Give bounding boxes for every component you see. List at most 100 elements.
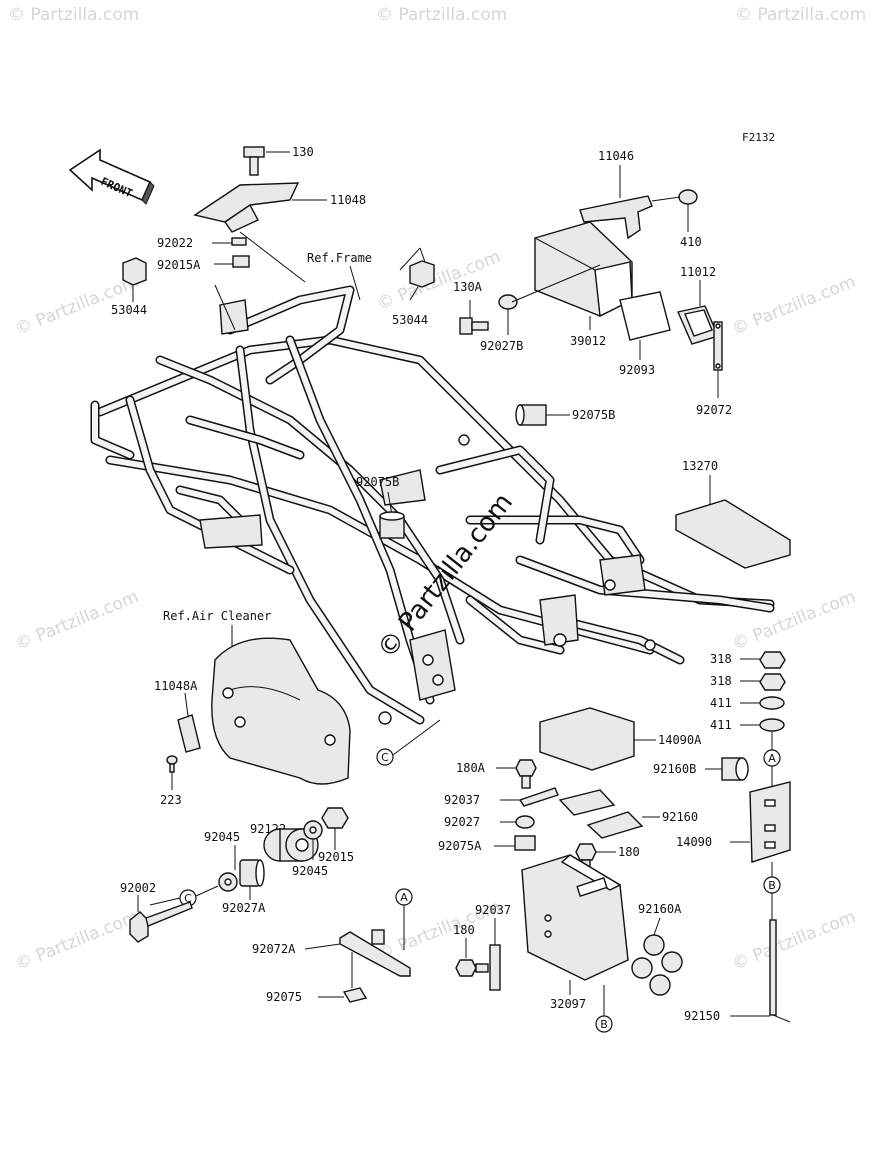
part-label-13270: 13270 <box>682 459 718 473</box>
part-label-53044-right: 53044 <box>392 313 428 327</box>
part-label-92160: 92160 <box>662 810 698 824</box>
part-92072A-strap <box>339 929 411 977</box>
part-318-nut-b <box>759 673 786 691</box>
watermark: © Partzilla.com <box>729 587 858 655</box>
part-label-92045-left: 92045 <box>204 830 240 844</box>
part-14090A-pad <box>539 707 635 771</box>
part-39012-case <box>534 221 633 318</box>
part-label-318-a: 318 <box>710 652 732 666</box>
part-13270-plate <box>675 499 791 569</box>
part-label-92072A: 92072A <box>252 942 296 956</box>
part-label-14090: 14090 <box>676 835 712 849</box>
part-label-180-right: 180 <box>618 845 640 859</box>
part-92150-rod <box>769 919 791 1023</box>
watermark: © Partzilla.com <box>376 5 507 25</box>
part-92002-bolt <box>129 901 193 943</box>
part-92160A-pads <box>631 934 683 996</box>
part-label-92075A: 92075A <box>438 839 482 853</box>
part-label-39012: 39012 <box>570 334 606 348</box>
watermark: © Partzilla.com <box>8 5 139 25</box>
part-11048-bracket <box>193 182 300 233</box>
part-label-92015A: 92015A <box>157 258 201 272</box>
part-318-nut-a <box>759 651 786 669</box>
part-label-411-a: 411 <box>710 696 732 710</box>
part-label-92027: 92027 <box>444 815 480 829</box>
part-label-11046: 11046 <box>598 149 634 163</box>
ref-air-cleaner-label: Ref.Air Cleaner <box>163 609 271 623</box>
part-label-92160A: 92160A <box>638 902 682 916</box>
part-92045-left-collar <box>218 872 238 892</box>
part-411-washer-b <box>759 718 785 732</box>
part-label-318-b: 318 <box>710 674 732 688</box>
part-410-washer <box>678 189 698 205</box>
part-92093-gasket <box>619 291 671 341</box>
diagram-code: F2132 <box>742 131 775 144</box>
part-label-180-left: 180 <box>453 923 475 937</box>
part-label-180A: 180A <box>456 761 486 775</box>
part-92045-right-collar <box>303 820 323 840</box>
part-130-bolt <box>243 146 265 176</box>
part-92027B-washer <box>498 294 518 310</box>
part-label-411-b: 411 <box>710 718 732 732</box>
part-label-92027A: 92027A <box>222 901 266 915</box>
part-label-92022: 92022 <box>157 236 193 250</box>
part-label-92002: 92002 <box>120 881 156 895</box>
callout-c-label: C <box>381 751 389 764</box>
part-92027-washer <box>515 815 535 829</box>
part-label-92093: 92093 <box>619 363 655 377</box>
front-arrow-icon: FRONT <box>68 148 155 205</box>
part-53044-right-damper <box>409 260 435 288</box>
part-92075B-mid-grommet <box>379 511 405 539</box>
part-92160-pads <box>558 789 644 839</box>
part-92075-grommet <box>342 987 368 1003</box>
part-92015A-nut <box>232 255 250 268</box>
part-label-11048A: 11048A <box>154 679 198 693</box>
part-11046-bracket <box>579 195 653 240</box>
part-92075B-right-grommet <box>515 404 547 426</box>
part-180A-bolt <box>515 759 537 789</box>
part-label-410: 410 <box>680 235 702 249</box>
part-11048A-bracket <box>177 714 201 753</box>
watermark: © Partzilla.com <box>735 5 866 25</box>
part-92037-top-strap <box>518 787 559 807</box>
watermark: © Partzilla.com <box>374 247 503 315</box>
callout-c-top <box>376 748 394 766</box>
part-label-92037-top: 92037 <box>444 793 480 807</box>
callout-c-label: C <box>184 892 192 905</box>
part-label-92027B: 92027B <box>480 339 523 353</box>
part-label-130A: 130A <box>453 280 483 294</box>
air-cleaner-housing <box>211 637 351 785</box>
part-label-92150: 92150 <box>684 1009 720 1023</box>
ref-frame-label: Ref.Frame <box>307 251 372 265</box>
part-180-left-bolt <box>455 959 489 977</box>
part-label-92075B-right: 92075B <box>572 408 615 422</box>
part-92015-nut <box>321 807 349 829</box>
part-92160B-damper <box>721 757 749 781</box>
part-label-92075: 92075 <box>266 990 302 1004</box>
part-label-92045-right: 92045 <box>292 864 328 878</box>
part-label-32097: 32097 <box>550 997 586 1011</box>
part-label-53044-left: 53044 <box>111 303 147 317</box>
part-223-screw <box>166 755 178 773</box>
part-92072-strap <box>713 321 723 371</box>
part-32097-battery-case <box>521 854 629 981</box>
part-label-11048: 11048 <box>330 193 366 207</box>
callout-a-label: A <box>400 891 408 904</box>
part-label-92160B: 92160B <box>653 762 696 776</box>
part-92022-washer <box>231 237 247 246</box>
part-label-14090A: 14090A <box>658 733 702 747</box>
part-92027A-spacer <box>239 859 265 887</box>
part-11012-cover <box>677 305 719 345</box>
part-14090-bracket <box>749 781 791 863</box>
callout-b-label: B <box>768 879 776 892</box>
part-92037-bottom-strap <box>489 944 501 991</box>
frame-assembly <box>90 285 775 725</box>
part-label-223: 223 <box>160 793 182 807</box>
part-label-92075B-mid: 92075B <box>356 475 399 489</box>
watermark: © Partzilla.com <box>729 907 858 975</box>
part-label-92072: 92072 <box>696 403 732 417</box>
part-label-92037-bottom: 92037 <box>475 903 511 917</box>
watermark: © Partzilla.com <box>12 907 141 975</box>
watermark: © Partzilla.com <box>12 587 141 655</box>
